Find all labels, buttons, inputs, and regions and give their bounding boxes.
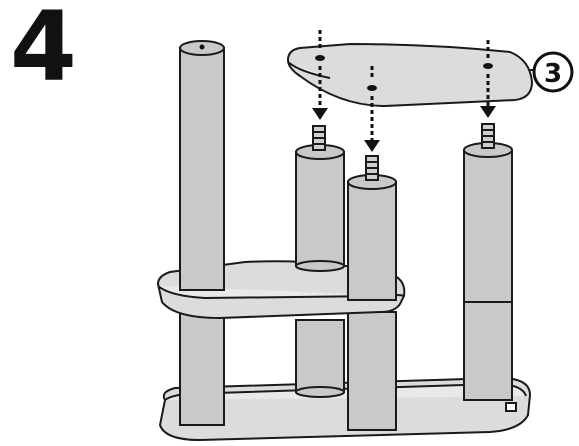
hole-back [315,55,325,61]
step-number: 4 [10,0,77,103]
hole-front [367,85,377,91]
top-shelf [288,44,532,106]
pillar-back-lower [296,320,344,397]
shelf-label-icon [506,403,516,411]
pillar-back-middle [296,126,344,271]
hole-right [483,63,493,69]
part-number: 3 [544,59,562,89]
pillar-left-tall [180,41,224,290]
pillar-right-lower [464,300,512,400]
pillar-right-upper [464,124,512,302]
pillar-front-middle [348,156,396,300]
pillar-left-lower [180,305,224,425]
part-callout: 3 [530,53,572,91]
pillar-front-lower [348,312,396,430]
